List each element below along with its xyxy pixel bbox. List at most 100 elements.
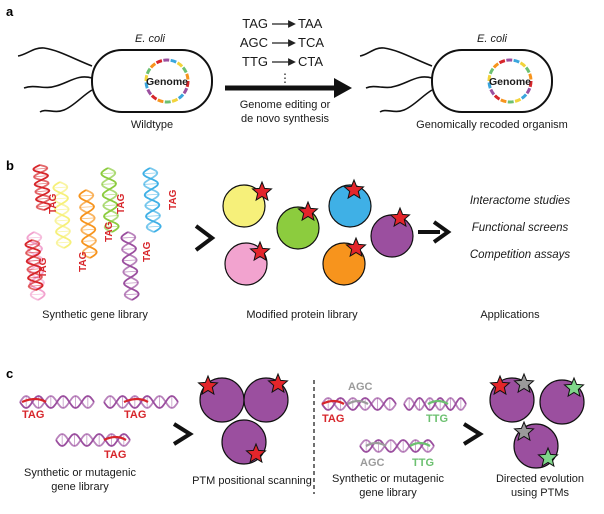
plasmid-segment — [487, 74, 492, 82]
codon-from-2: AGC — [240, 35, 268, 50]
panel-label-b: b — [6, 158, 14, 173]
protein-library-caption: Modified protein library — [246, 309, 358, 321]
ptm-star-icon — [249, 240, 271, 262]
wildtype-caption: Wildtype — [131, 119, 173, 131]
plasmid-segment — [492, 62, 500, 69]
plasmid-segment — [185, 80, 190, 88]
applications-arrow — [418, 220, 452, 244]
genome-label: Genome — [146, 76, 188, 88]
tag-codon-label: TAG — [104, 221, 115, 242]
agc-codon-label: AGC — [360, 457, 385, 469]
dna-rung — [81, 228, 96, 231]
ptm-star-icon — [245, 442, 267, 464]
ptm-star-icon — [389, 206, 411, 228]
codon-to-2: TCA — [298, 35, 324, 50]
plasmid-segment — [181, 66, 188, 74]
dna-rung — [27, 276, 43, 279]
left-library-caption-line2: gene library — [51, 481, 109, 493]
plasmid-segment — [520, 93, 528, 100]
genome-plasmid — [487, 58, 533, 104]
gene-library-caption: Synthetic gene library — [42, 309, 148, 321]
tag-codon-label: TAG — [124, 409, 146, 421]
plasmid-segment — [144, 82, 149, 89]
tag-codon-label: TAG — [78, 251, 89, 272]
plasmid-segment — [519, 61, 527, 68]
genome-plasmid — [144, 58, 190, 104]
applications-caption: Applications — [480, 309, 540, 321]
protein-circle — [276, 206, 320, 250]
plasmid-segment — [171, 97, 179, 103]
panel-label-c: c — [6, 366, 13, 381]
ptm-star-icon — [343, 178, 365, 200]
tag-codon-label: TAG — [142, 241, 153, 262]
plasmid-segment — [177, 93, 185, 100]
plasmid-segment — [150, 94, 158, 101]
dna-rung — [53, 197, 69, 200]
dna-rung — [30, 293, 45, 296]
arrow-caption-line1: Genome editing or — [240, 99, 331, 111]
tag-codon-label: TAG — [38, 257, 49, 278]
right-result-caption-line2: using PTMs — [511, 487, 570, 499]
wildtype-cell: Genome — [17, 47, 213, 113]
ptm-star-icon — [267, 372, 289, 394]
dna-strand — [359, 439, 435, 453]
ptm-star-icon — [297, 200, 319, 222]
plasmid-segment — [144, 74, 149, 82]
dna-rung — [102, 193, 117, 196]
dna-rung — [101, 172, 116, 175]
plasmid-segment — [155, 59, 163, 65]
codon-from-3: TTG — [242, 54, 268, 69]
dna-rung — [55, 230, 71, 233]
ptm-star-icon — [537, 446, 559, 468]
recoded-cell: Genome — [359, 47, 553, 113]
dna-rung — [123, 270, 138, 273]
application-item: Interactome studies — [470, 195, 571, 207]
mutagenic-gene-library-right — [321, 397, 467, 453]
agc-codon-label: AGC — [348, 381, 373, 393]
ptm-scanning-proteins — [197, 372, 289, 465]
dna-rung — [143, 183, 159, 185]
dna-strand — [19, 395, 95, 409]
dna-rung — [145, 204, 160, 207]
plasmid-segment — [176, 61, 184, 68]
dna-rung — [26, 259, 41, 262]
dna-strand — [403, 397, 467, 411]
dna-strand — [53, 181, 71, 249]
ttg-site-marker — [409, 441, 431, 447]
codon-from-1: TAG — [242, 16, 268, 31]
tag-codon-label: TAG — [168, 189, 179, 210]
protein-circle — [328, 184, 372, 228]
dna-rung — [123, 282, 139, 284]
plasmid-segment — [146, 88, 153, 96]
application-item: Competition assays — [470, 249, 571, 261]
ptm-star-icon — [563, 376, 585, 398]
dna-rung — [56, 241, 71, 244]
plasmid-segment — [498, 59, 506, 65]
plasmid-segment — [489, 88, 496, 96]
tag-site-marker — [21, 397, 47, 404]
codon-to-3: CTA — [298, 54, 323, 69]
dna-strand — [55, 433, 131, 447]
tag-codon-label: TAG — [22, 409, 44, 421]
protein-circle — [222, 184, 266, 228]
codon-to-1: TAA — [298, 16, 323, 31]
wildtype-species-label: E. coli — [135, 33, 166, 45]
plasmid-segment — [500, 98, 507, 104]
tag-site-marker — [321, 399, 345, 405]
panel-label-a: a — [6, 4, 14, 19]
genome-editing-arrow — [225, 78, 352, 98]
agc-site-marker — [365, 441, 387, 447]
dna-strand — [33, 164, 51, 211]
ptm-star-icon — [345, 236, 367, 258]
mutagenic-gene-library-left — [19, 395, 179, 447]
dna-strand — [143, 167, 161, 233]
plasmid-segment — [488, 67, 495, 75]
ptm-star-icon — [489, 374, 511, 396]
dna-rung — [27, 268, 42, 271]
plasmid-segment — [528, 73, 533, 80]
dna-rung — [143, 172, 158, 175]
left-library-caption-line1: Synthetic or mutagenic — [24, 467, 136, 479]
application-item: Functional screens — [472, 222, 569, 234]
dna-strand — [103, 395, 179, 409]
